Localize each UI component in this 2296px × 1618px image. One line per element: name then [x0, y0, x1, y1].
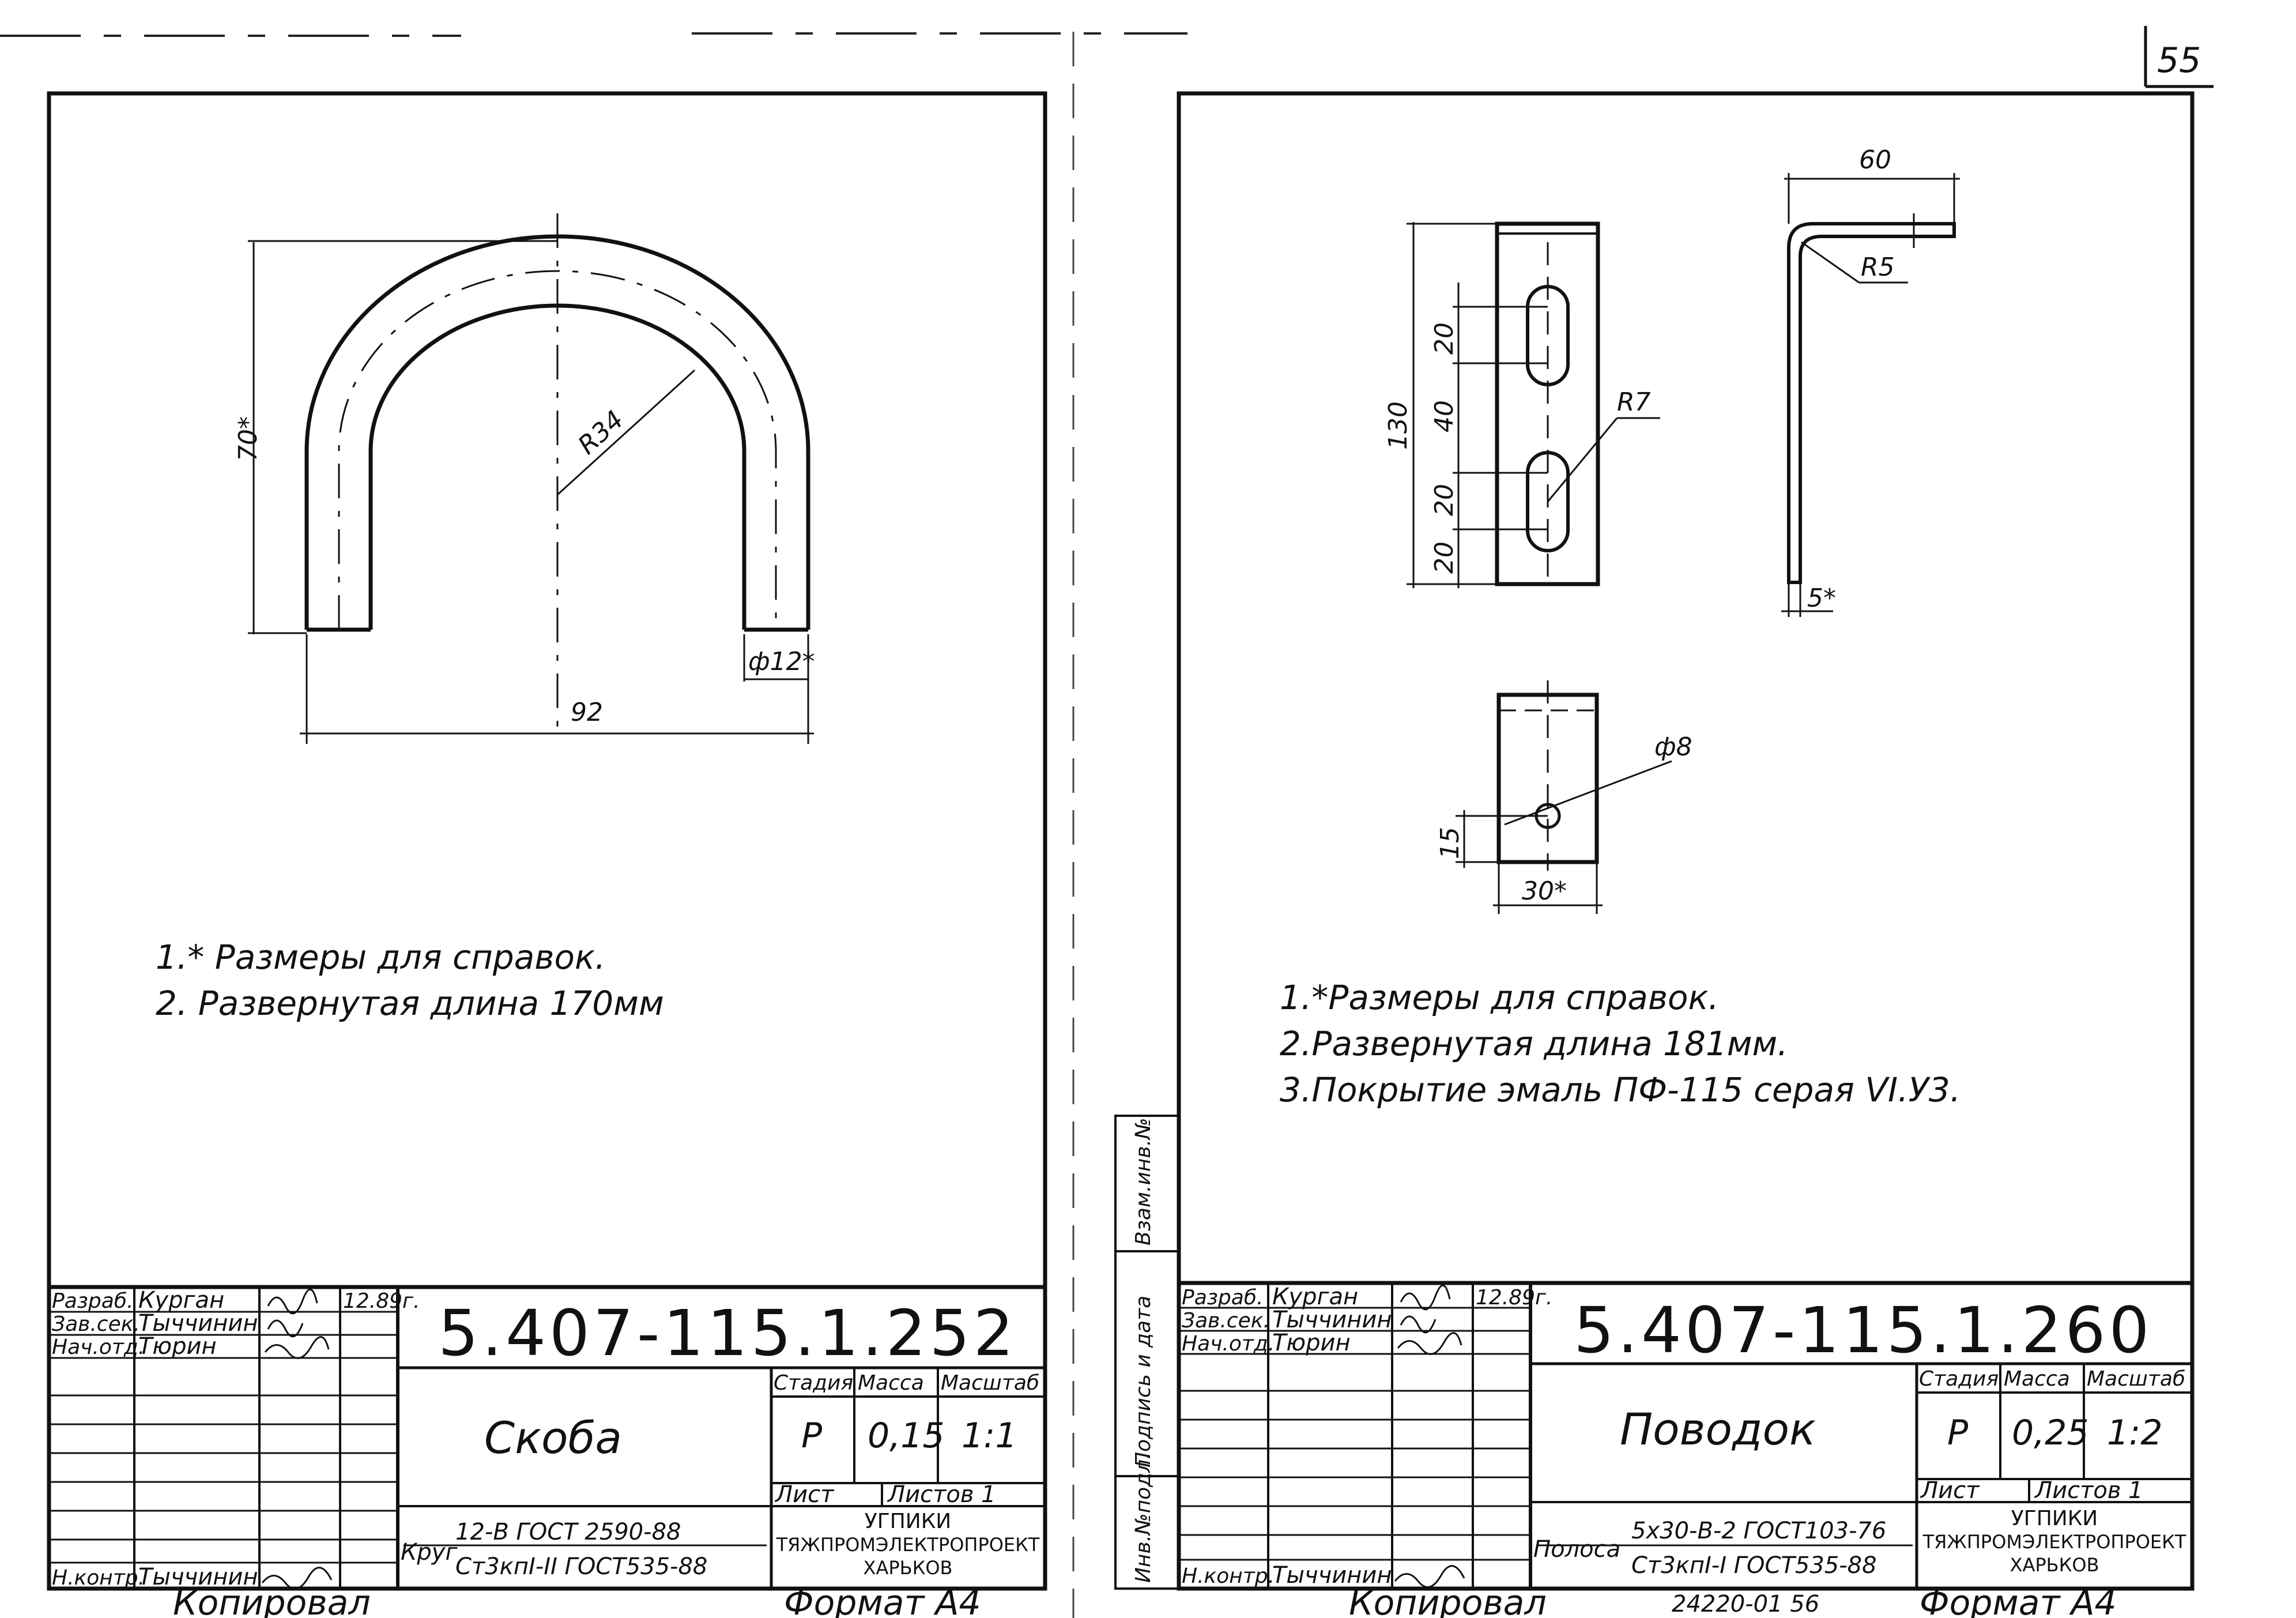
stage: Р: [801, 1416, 823, 1456]
org-line-2: ТЯЖПРОМЭЛЕКТРОПРОЕКТ: [776, 1534, 1040, 1556]
note-1: 1.*Размеры для справок.: [1280, 978, 1719, 1017]
sheet-label: Лист: [1920, 1477, 1980, 1504]
dim-hole: ф8: [1654, 732, 1692, 762]
footer-copied: Копировал: [173, 1583, 371, 1618]
org-line-3: ХАРЬКОВ: [864, 1557, 953, 1579]
mass: 0,15: [868, 1416, 945, 1456]
role-dept-head: Нач.отд.: [1182, 1332, 1275, 1356]
name-developer: Курган: [138, 1287, 224, 1314]
material-bottom: Ст3кпI-I ГОСТ535-88: [1631, 1552, 1877, 1579]
scale: 1:2: [2107, 1413, 2163, 1453]
hdr-mass: Масса: [2004, 1367, 2070, 1391]
role-developer: Разраб.: [1182, 1286, 1263, 1310]
org-line-1: УГПИКИ: [2011, 1507, 2098, 1530]
scale: 1:1: [962, 1416, 1017, 1456]
dim-slot-b: 20: [1430, 484, 1459, 516]
note-1: 1.* Размеры для справок.: [156, 938, 605, 977]
date: 12.89г.: [343, 1289, 420, 1313]
dim-radius: R34: [572, 405, 629, 460]
strip-side-view: [1781, 173, 1960, 617]
dim-strip-width: 30*: [1522, 876, 1567, 906]
name-dept-head: Тюрин: [1272, 1330, 1351, 1356]
name-developer: Курган: [1272, 1284, 1358, 1310]
strip-front-view: [1407, 221, 1660, 588]
mass: 0,25: [2012, 1413, 2089, 1453]
left-title-block: [49, 1285, 1045, 1589]
drawing-code: 5.407-115.1.252: [438, 1296, 1017, 1370]
hdr-stage: Стадия: [1919, 1367, 1999, 1391]
page-number-box: 55: [2144, 26, 2214, 88]
dim-total: 130: [1383, 401, 1413, 450]
hdr-stage: Стадия: [774, 1371, 853, 1395]
material-prefix: Полоса: [1533, 1536, 1620, 1563]
hdr-scale: Масштаб: [2087, 1367, 2185, 1391]
footer-format: Формат А4: [1920, 1583, 2117, 1618]
strip-bottom-view: [1456, 680, 1672, 914]
org-line-2: ТЯЖПРОМЭЛЕКТРОПРОЕКТ: [1922, 1531, 2186, 1553]
role-developer: Разраб.: [52, 1289, 133, 1313]
scan-top-marks: [0, 32, 1187, 37]
material-bottom: Ст3кпI-II ГОСТ535-88: [455, 1553, 707, 1580]
dim-edge: 20: [1430, 541, 1459, 574]
sheets-label: Листов 1: [887, 1481, 996, 1508]
dim-slot-a: 20: [1430, 322, 1459, 355]
left-frame: [47, 91, 1047, 1591]
right-frame: [1177, 91, 2195, 1591]
role-sector-head: Зав.сек.: [52, 1312, 140, 1336]
dim-radius-slot: R7: [1617, 387, 1651, 417]
name-norm-control: Тыччинин: [138, 1564, 258, 1590]
role-norm-control: Н.контр.: [1182, 1564, 1275, 1588]
stamp-inv-label: Инв.№подл.: [1132, 1453, 1155, 1583]
bracket-drawing: [248, 213, 814, 744]
part-name: Поводок: [1620, 1403, 1816, 1455]
dim-bend-radius: R5: [1861, 253, 1895, 282]
sheet-label: Лист: [774, 1481, 835, 1508]
material-top: 12-В ГОСТ 2590-88: [455, 1519, 681, 1545]
material-top: 5х30-В-2 ГОСТ103-76: [1631, 1518, 1886, 1544]
hdr-mass: Масса: [858, 1371, 924, 1395]
right-sheet: Инв.№подл. Подпись и дата Взам.инв.№ 130…: [1114, 91, 2195, 1618]
note-2: 2.Развернутая длина 181мм.: [1280, 1024, 1788, 1063]
org-line-1: УГПИКИ: [865, 1510, 951, 1533]
signatures: [261, 1288, 333, 1590]
dim-hole-pos: 15: [1435, 827, 1465, 859]
note-2: 2. Развернутая длина 170мм: [156, 984, 664, 1023]
dim-thickness: 5*: [1807, 584, 1836, 613]
sheets-label: Листов 1: [2034, 1477, 2143, 1504]
footer-format: Формат А4: [784, 1583, 981, 1618]
name-norm-control: Тыччинин: [1272, 1562, 1392, 1589]
name-sector-head: Тыччинин: [138, 1310, 258, 1337]
footer-copied: Копировал: [1349, 1583, 1547, 1618]
part-name: Скоба: [484, 1412, 622, 1463]
dim-height: 70*: [233, 416, 263, 461]
name-sector-head: Тыччинин: [1272, 1307, 1392, 1333]
dim-width: 92: [571, 698, 603, 727]
stamp-replace-label: Взам.инв.№: [1132, 1117, 1155, 1246]
side-stamp: [1114, 1115, 1180, 1590]
dim-diameter: ф12*: [748, 647, 815, 676]
drawing-code: 5.407-115.1.260: [1574, 1293, 2152, 1367]
stage: Р: [1947, 1413, 1969, 1453]
right-title-block: [1179, 1281, 2192, 1589]
dim-spacing: 40: [1430, 400, 1459, 432]
role-dept-head: Нач.отд.: [52, 1335, 145, 1359]
stamp-sign-label: Подпись и дата: [1132, 1296, 1155, 1468]
org-line-3: ХАРЬКОВ: [2010, 1554, 2099, 1576]
note-3: 3.Покрытие эмаль ПФ-115 серая VI.У3.: [1280, 1070, 1961, 1109]
name-dept-head: Тюрин: [138, 1333, 217, 1360]
role-sector-head: Зав.сек.: [1182, 1309, 1270, 1333]
date: 12.89г.: [1476, 1286, 1552, 1310]
page-number: 55: [2157, 40, 2201, 81]
role-norm-control: Н.контр.: [52, 1566, 145, 1590]
hdr-scale: Масштаб: [941, 1371, 1039, 1395]
material-prefix: Круг: [401, 1539, 458, 1566]
footer-archive-number: 24220-01 56: [1672, 1591, 1819, 1617]
left-sheet: 70* R34 ф12* 92 1.* Размеры для справок.…: [47, 91, 1047, 1618]
dim-top-width: 60: [1859, 145, 1891, 175]
signatures: [1394, 1284, 1465, 1588]
